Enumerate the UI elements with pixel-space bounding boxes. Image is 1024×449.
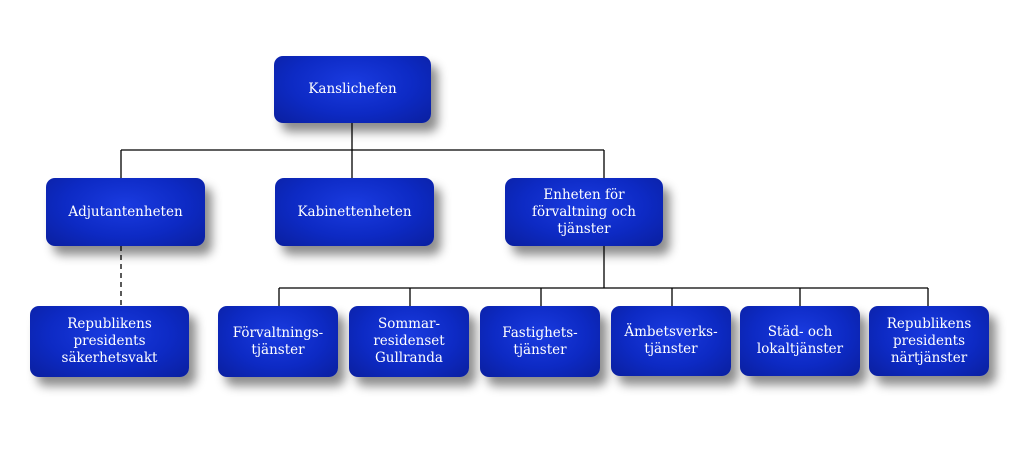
- node-label: Adjutantenheten: [68, 203, 183, 220]
- node-fastighetstjanster: Fastighets- tjänster: [480, 306, 600, 377]
- node-label: Kabinettenheten: [297, 203, 412, 220]
- node-nartjanster: Republikens presidents närtjänster: [869, 306, 989, 376]
- node-label: Kanslichefen: [308, 81, 397, 97]
- node-ambetsverkstjanster: Ämbetsverks- tjänster: [611, 306, 731, 376]
- node-kabinettenheten: Kabinettenheten: [275, 178, 434, 246]
- node-kanslichefen: Kanslichefen: [274, 56, 431, 123]
- node-sommarresidenset: Sommar- residenset Gullranda: [349, 306, 469, 377]
- node-stad-lokaltjanster: Städ- och lokaltjänster: [740, 306, 860, 376]
- node-forvaltningstjanster: Förvaltnings- tjänster: [218, 306, 338, 377]
- node-adjutantenheten: Adjutantenheten: [46, 178, 205, 246]
- node-label: Republikens presidents närtjänster: [886, 315, 972, 366]
- node-label: Städ- och lokaltjänster: [756, 324, 844, 357]
- node-label: Ämbetsverks- tjänster: [624, 324, 718, 357]
- node-label: Sommar- residenset Gullranda: [373, 316, 445, 366]
- node-enheten-for-forvaltning: Enheten för förvaltning och tjänster: [505, 178, 663, 246]
- node-label: Fastighets- tjänster: [502, 324, 578, 358]
- node-sakerhetsvakt: Republikens presidents säkerhetsvakt: [30, 306, 189, 377]
- node-label: Förvaltnings- tjänster: [232, 324, 324, 358]
- node-label: Enheten för förvaltning och tjänster: [531, 186, 637, 237]
- node-label: Republikens presidents säkerhetsvakt: [61, 316, 158, 366]
